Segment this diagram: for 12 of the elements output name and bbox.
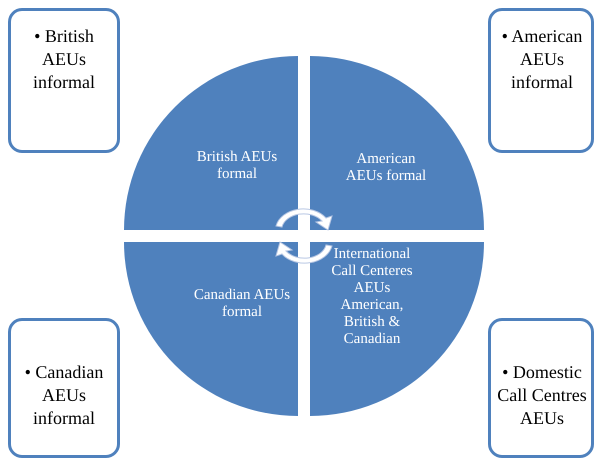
text-card xyxy=(8,8,120,153)
text-card xyxy=(488,8,594,153)
text-card xyxy=(488,318,594,458)
segment-label: American AEUs formal xyxy=(344,151,428,185)
segment-label: International Call Centeres AEUs American, British & Canadian xyxy=(330,246,414,348)
bullet-text: • American AEUs informal xyxy=(500,25,584,94)
bullet-text: • Domestic Call Centres AEUs xyxy=(496,361,588,430)
segment-label: British AEUs formal xyxy=(196,149,278,183)
bullet-text: • Canadian AEUs informal xyxy=(24,361,104,430)
text-card xyxy=(8,318,120,458)
segment-label: Canadian AEUs formal xyxy=(192,287,292,321)
bullet-text: • British AEUs informal xyxy=(32,25,96,94)
